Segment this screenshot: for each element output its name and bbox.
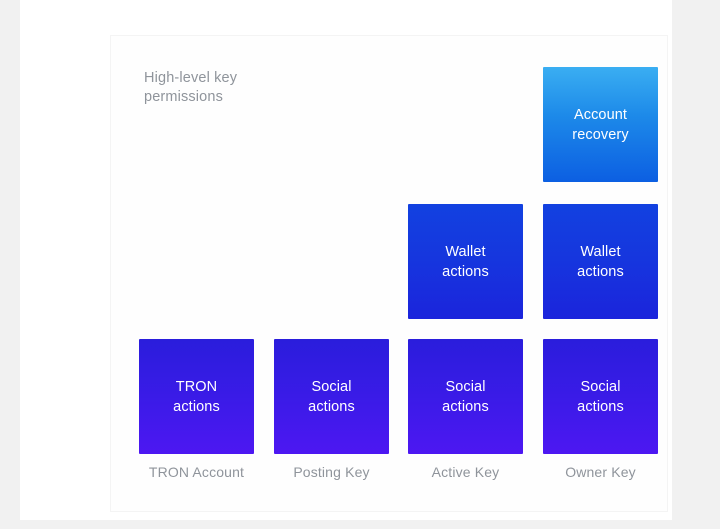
permission-box-wallet-actions-active: Wallet actions (408, 204, 523, 319)
permission-box-label: Wallet actions (577, 243, 624, 280)
permission-box-tron-actions-account: TRON actions (139, 339, 254, 454)
permission-box-label: Wallet actions (442, 243, 489, 280)
permission-box-wallet-actions-owner: Wallet actions (543, 204, 658, 319)
right-gutter (672, 0, 720, 529)
permission-box-label: Account recovery (572, 106, 629, 143)
column-label-active-key: Active Key (431, 464, 500, 480)
permission-box-label: Social actions (577, 378, 624, 415)
permission-box-social-actions-posting: Social actions (274, 339, 389, 454)
permissions-diagram-card: High-level key permissions Account recov… (110, 35, 668, 512)
permission-box-social-actions-active: Social actions (408, 339, 523, 454)
diagram-title: High-level key permissions (144, 70, 238, 105)
content-panel: High-level key permissions Account recov… (20, 0, 672, 520)
column-label-tron-account: TRON Account (148, 464, 245, 480)
permission-box-account-recovery-owner: Account recovery (543, 67, 658, 182)
column-label-row: TRON Account Posting Key Active Key Owner K… (111, 36, 669, 513)
permission-box-label: TRON actions (173, 378, 220, 415)
column-label-owner-key: Owner Key (565, 464, 636, 480)
column-label-posting-key: Posting Key (293, 464, 370, 480)
permission-box-label: Social actions (308, 378, 355, 415)
bottom-gutter (0, 520, 720, 529)
permission-box-label: Social actions (442, 378, 489, 415)
permission-box-social-actions-owner: Social actions (543, 339, 658, 454)
